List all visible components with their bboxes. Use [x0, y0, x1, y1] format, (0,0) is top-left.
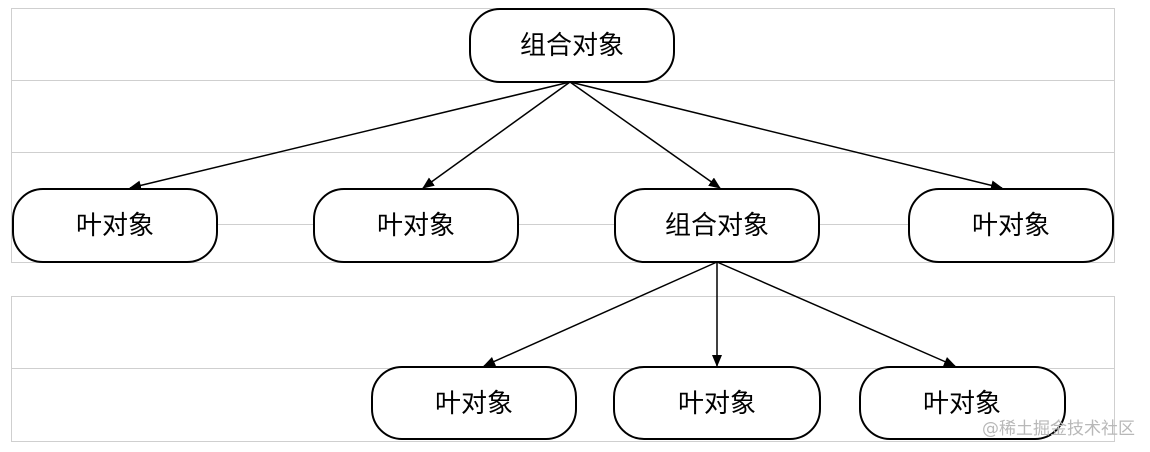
node-box [12, 188, 218, 263]
node-box [859, 366, 1066, 440]
edges [129, 81, 1003, 367]
node-leaf5: 叶对象 [613, 366, 821, 440]
edge-composite2-to-leaf4 [483, 261, 718, 367]
node-leaf4: 叶对象 [371, 366, 577, 440]
node-label: 叶对象 [923, 389, 1001, 419]
edge-root-to-composite2 [569, 81, 721, 189]
node-box [613, 366, 821, 440]
node-label: 组合对象 [520, 31, 624, 61]
node-label: 叶对象 [76, 211, 154, 241]
edge-root-to-leaf2 [422, 81, 571, 189]
edge-root-to-leaf3 [569, 81, 1003, 191]
node-box [313, 188, 519, 263]
node-box [469, 8, 675, 83]
node-label: 叶对象 [377, 211, 455, 241]
watermark-text: @稀土掘金技术社区 [982, 419, 1135, 439]
node-leaf3: 叶对象 [908, 188, 1114, 263]
edge-root-to-leaf1 [129, 81, 571, 191]
node-label: 组合对象 [665, 211, 769, 241]
node-label: 叶对象 [972, 211, 1050, 241]
edge-composite2-to-leaf6 [716, 261, 956, 367]
node-leaf1: 叶对象 [12, 188, 218, 263]
node-label: 叶对象 [678, 389, 756, 419]
node-leaf6: 叶对象 [859, 366, 1066, 440]
node-leaf2: 叶对象 [313, 188, 519, 263]
node-label: 叶对象 [435, 389, 513, 419]
node-box [908, 188, 1114, 263]
node-composite2: 组合对象 [614, 188, 820, 263]
node-root: 组合对象 [469, 8, 675, 83]
node-box [614, 188, 820, 263]
node-box [371, 366, 577, 440]
